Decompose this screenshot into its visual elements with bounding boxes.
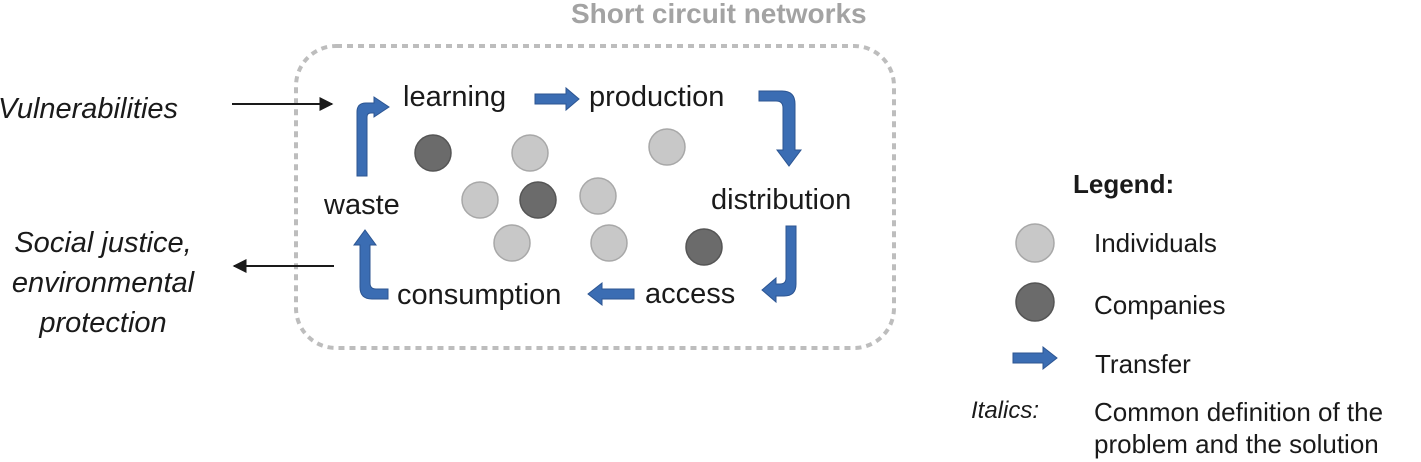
company-node	[519, 181, 557, 219]
transfer-arrow-waste-learning	[356, 96, 390, 177]
legend-transfer-label: Transfer	[1095, 349, 1191, 379]
output-social-justice: Social justice, environmental protection	[0, 223, 206, 343]
diagram-title: Short circuit networks	[571, 0, 867, 29]
node-consumption: consumption	[397, 279, 562, 311]
company-node	[414, 134, 452, 172]
legend-italics-description: Common definition of the problem and the…	[1094, 396, 1383, 460]
legend-transfer-symbol	[1012, 345, 1058, 371]
individual-node	[579, 177, 617, 215]
legend-desc-line-2: problem and the solution	[1094, 429, 1379, 459]
transfer-arrow-consumption-waste	[353, 229, 389, 300]
legend-company-symbol	[1015, 282, 1055, 322]
individual-node	[511, 134, 549, 172]
node-learning: learning	[403, 81, 507, 113]
node-waste: waste	[324, 189, 400, 221]
individual-node	[461, 181, 499, 219]
transfer-arrow-access-consumption	[587, 281, 635, 307]
legend-companies-label: Companies	[1094, 290, 1226, 320]
transfer-arrow-production-distribution	[758, 90, 802, 167]
network-boundary	[294, 44, 896, 350]
node-distribution: distribution	[711, 184, 852, 216]
legend-italics-label: Italics:	[971, 397, 1040, 424]
node-production: production	[589, 81, 725, 113]
individual-node	[493, 224, 531, 262]
output-line-2: environmental	[11, 267, 195, 299]
legend-desc-line-1: Common definition of the	[1094, 397, 1384, 427]
output-line-1: Social justice,	[14, 227, 192, 259]
company-node	[685, 228, 723, 266]
transfer-arrow-learning-production	[534, 86, 580, 112]
legend-individual-symbol	[1015, 223, 1055, 263]
legend-title: Legend:	[1073, 169, 1175, 199]
input-vulnerabilities: Vulnerabilities	[0, 93, 179, 125]
output-line-3: protection	[39, 307, 167, 339]
legend-individuals-label: Individuals	[1094, 228, 1217, 258]
node-access: access	[645, 278, 736, 310]
individual-node	[648, 128, 686, 166]
transfer-arrow-distribution-access	[761, 225, 797, 304]
individual-node	[590, 224, 628, 262]
